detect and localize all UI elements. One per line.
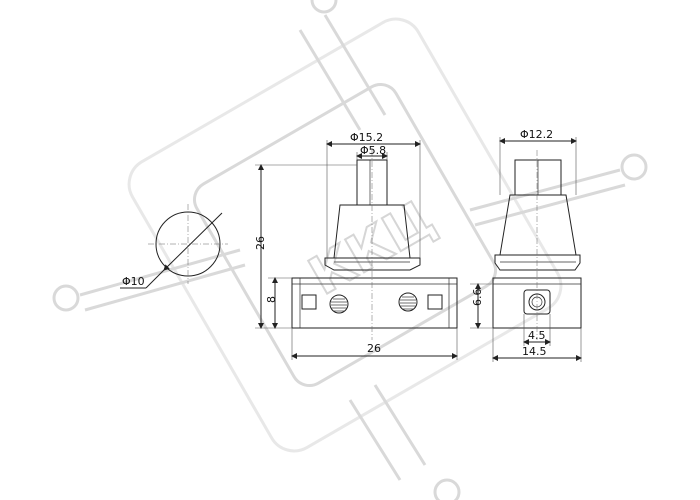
watermark: ККЦ — [52, 0, 648, 500]
dim-body-width: 26 — [367, 342, 381, 355]
dim-total-height: 26 — [254, 236, 267, 250]
dim-side-diameter: Φ12.2 — [520, 128, 553, 141]
dim-side-inner-width: 4.5 — [528, 329, 546, 342]
dim-side-body-width: 14.5 — [522, 345, 547, 358]
dim-button-outer-diameter: Φ15.2 — [350, 131, 383, 144]
dim-body-height: 8 — [265, 296, 278, 303]
dim-hole-diameter: Φ10 — [122, 275, 145, 288]
dim-button-inner-diameter: Φ5.8 — [360, 144, 386, 157]
screw-left — [329, 294, 349, 314]
screw-right — [398, 292, 418, 312]
side-view: Φ12.2 6.6 4.5 14.5 — [470, 128, 582, 362]
dim-side-body-height: 6.6 — [471, 289, 484, 307]
mounting-hole-view: Φ10 — [120, 204, 228, 289]
front-view: Φ15.2 Φ5.8 26 8 26 — [254, 131, 458, 360]
